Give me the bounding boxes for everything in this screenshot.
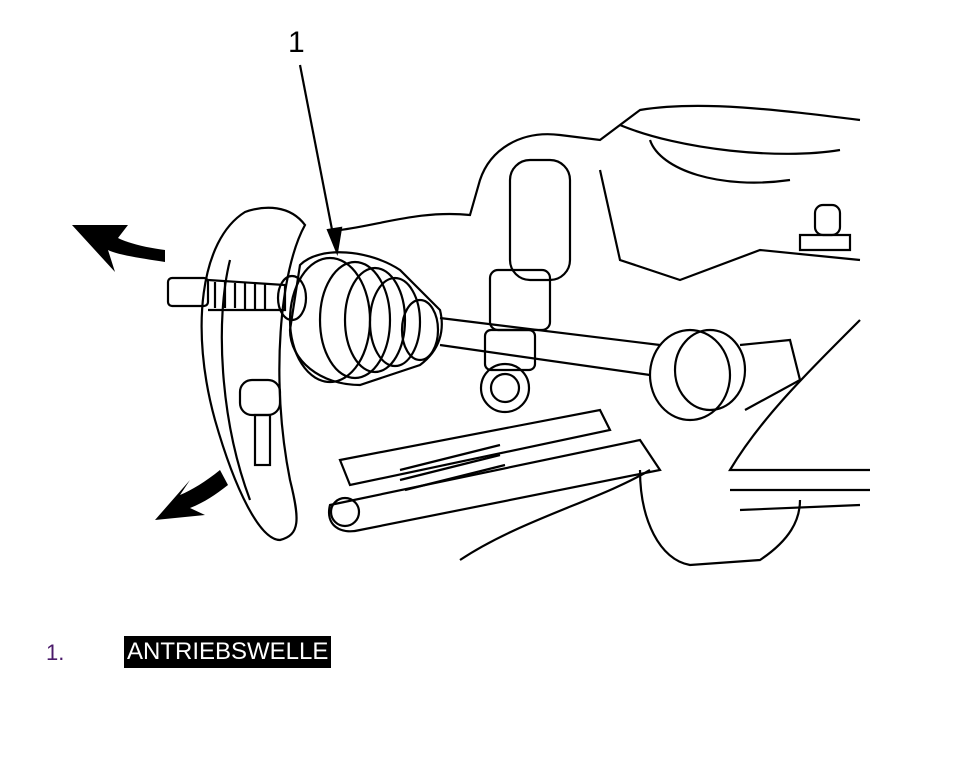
legend-number: 1. [46, 640, 65, 665]
ball-stud [798, 203, 852, 252]
drive-shaft-illustration [72, 64, 870, 567]
drive-shaft [166, 251, 802, 422]
callout-number: 1 [288, 26, 305, 59]
legend-label: ANTRIEBSWELLE [124, 636, 332, 668]
ball-joint [238, 378, 282, 467]
pull-arrow-lower [155, 470, 228, 520]
steering-knuckle [339, 104, 870, 567]
pull-arrow-upper [72, 225, 165, 272]
legend-item: 1. ANTRIEBSWELLE [0, 636, 965, 670]
callout-leader [298, 64, 343, 257]
strut [479, 158, 572, 414]
lower-control-arm [327, 408, 662, 533]
